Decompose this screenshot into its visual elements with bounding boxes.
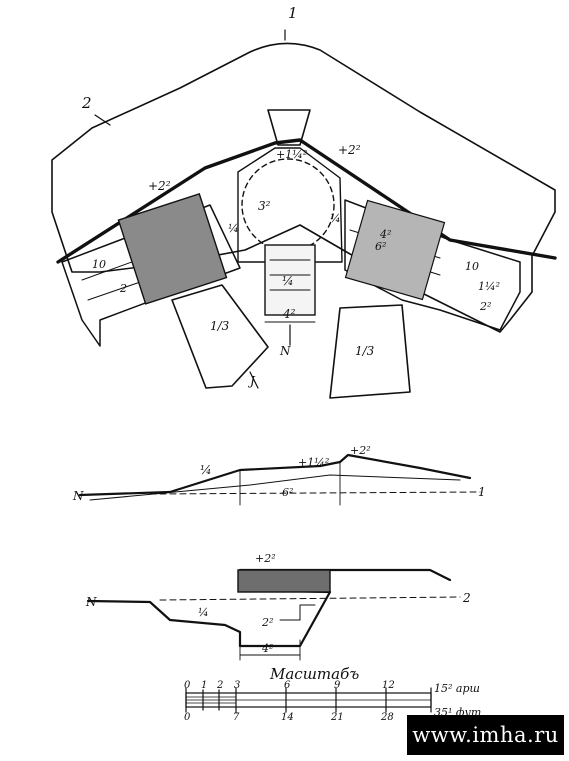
scale-tick-6: 6: [284, 680, 291, 691]
scale-bottom-tick-14: 14: [281, 712, 294, 723]
section-a-label-elev2: +2²: [350, 444, 371, 457]
central-chamber: [264, 244, 316, 316]
plan-view: 1 2 +2² +2² +1¼² 3² 4² N J 1/3 1/3 ¼ ¼ ¼…: [51, 4, 557, 399]
parapet-outline: [51, 42, 556, 333]
label-dim-3: 3²: [258, 199, 271, 213]
well-circle: [241, 158, 335, 252]
section-b-label-slope: ¼: [198, 606, 209, 619]
label-slope-right: 1/3: [355, 344, 375, 358]
section-b-label-n: N: [85, 595, 97, 609]
scale-tick-2: 2: [216, 680, 223, 691]
scale-bottom-tick-28: 28: [380, 712, 394, 723]
left-trench: [171, 284, 269, 389]
hatched-block-left: [117, 192, 228, 305]
scale-title: Масштабъ: [269, 665, 359, 683]
label-2-left: 2: [119, 282, 127, 295]
label-dim-4: 4²: [282, 307, 296, 321]
label-point-2: 2: [81, 94, 92, 112]
label-n-plan: N: [279, 344, 291, 358]
central-pit: [267, 109, 311, 146]
label-2-right: 2²: [479, 300, 491, 313]
section-b-label-dim2: 2²: [261, 616, 273, 629]
label-slope-quarter-right: ¼: [330, 212, 341, 225]
section-b-label-elev: +2²: [255, 552, 276, 565]
label-point-1: 1: [288, 4, 298, 22]
section-b: N 2 +2² ¼ 2² 4²: [85, 552, 471, 661]
label-10-left: 10: [92, 258, 106, 271]
label-elev-small: +1¼²: [276, 148, 307, 161]
scale-bottom-tick-21: 21: [330, 712, 344, 723]
watermark-badge: www.imha.ru: [407, 715, 564, 755]
right-trench: [329, 304, 411, 399]
section-b-shelter: [237, 569, 331, 593]
label-10-right: 10: [465, 260, 479, 273]
scale-tick-1: 1: [201, 680, 207, 691]
label-slope-quarter-left: ¼: [228, 222, 239, 235]
label-j-plan: J: [247, 374, 256, 388]
section-a-profile: [78, 453, 472, 497]
section-a-label-1: 1: [478, 485, 486, 499]
label-elev-right: +2²: [338, 143, 361, 157]
section-a-label-n: N: [72, 489, 84, 503]
section-a-label-dim: 6²: [282, 486, 293, 499]
label-slope-left: 1/3: [210, 319, 230, 333]
section-a-label-elev: +1¼²: [298, 456, 329, 469]
section-b-label-2: 2: [462, 591, 471, 605]
label-4-mid: 4²: [379, 228, 391, 241]
scale-tick-3: 3: [234, 680, 240, 691]
stippled-block-right: [344, 199, 446, 301]
section-a: N 1 ¼ +1¼² +2² 6²: [72, 444, 486, 506]
scale-bottom-tick-7: 7: [233, 712, 240, 723]
label-1-4-right: 1¼²: [478, 280, 500, 293]
scale-tick-12: 12: [382, 680, 395, 691]
scale-bar: Масштабъ 0 1 2 3 6 9 12 15² арш 0 7 14 2…: [184, 665, 481, 723]
label-slope-mid: ¼: [282, 274, 294, 288]
label-6-plan: 6²: [375, 240, 386, 253]
crest-line: [56, 138, 557, 264]
scale-tick-0: 0: [184, 680, 191, 691]
label-elev-left: +2²: [148, 179, 171, 193]
scale-unit-top: 15² арш: [434, 682, 480, 695]
scale-bottom-tick-0: 0: [184, 712, 191, 723]
scale-tick-9: 9: [334, 680, 341, 691]
section-a-label-slope: ¼: [200, 463, 212, 477]
section-b-label-dim4: 4²: [261, 642, 273, 655]
